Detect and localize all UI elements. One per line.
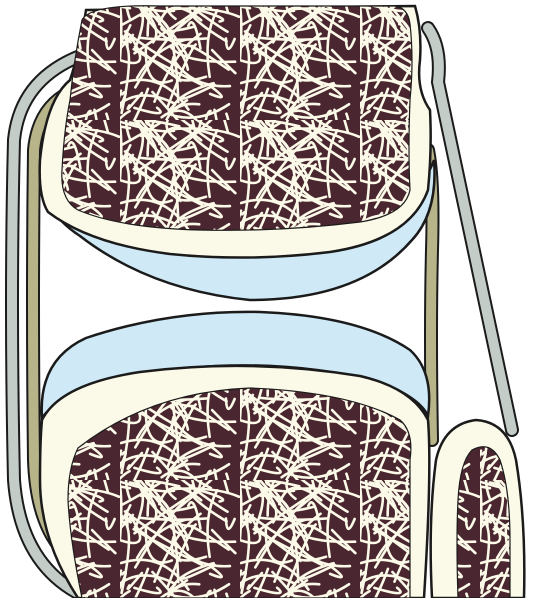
- joint-capsule-right-fill: [428, 28, 512, 430]
